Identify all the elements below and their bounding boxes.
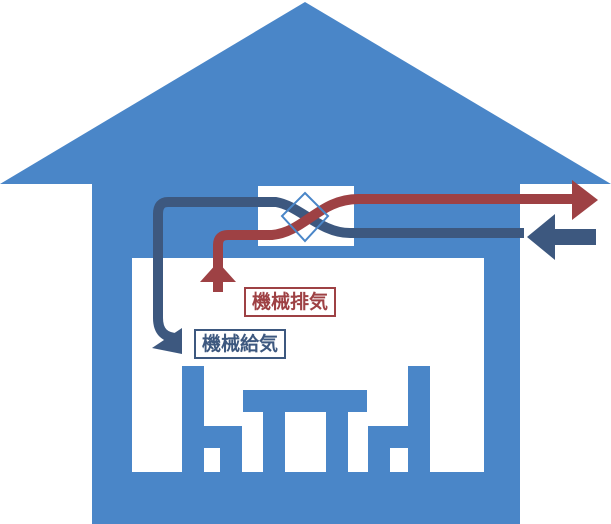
supply-air-path (152, 197, 596, 354)
furniture (182, 366, 430, 472)
heat-exchanger-icon (280, 191, 330, 243)
table-icon (243, 390, 367, 472)
exhaust-air-duct (213, 193, 575, 292)
supply-air-duct (153, 197, 524, 343)
supply-label: 機械給気 (194, 329, 287, 359)
exhaust-air-path (200, 180, 598, 292)
chair-icon (182, 366, 242, 472)
supply-arrowhead (152, 328, 182, 354)
chair-icon (368, 366, 430, 472)
exhaust-label-text: 機械排気 (252, 291, 329, 313)
exhaust-intake-arrowhead (200, 262, 236, 282)
exhaust-outlet-arrowhead (572, 180, 598, 220)
house-roof (0, 2, 611, 184)
supply-label-text: 機械給気 (202, 333, 279, 355)
supply-intake-arrow (527, 214, 596, 260)
exhaust-label: 機械排気 (244, 287, 337, 317)
